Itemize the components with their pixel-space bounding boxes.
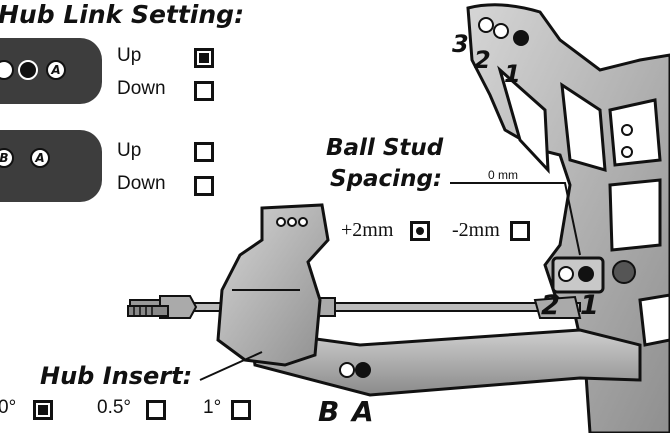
ball-stud-minus-label: -2mm xyxy=(452,219,500,241)
hub-link-hole-b: B xyxy=(0,148,14,168)
hub-link-row1-up-checkbox[interactable] xyxy=(194,48,214,68)
hub-link-row1-down-checkbox[interactable] xyxy=(194,81,214,101)
hub-insert-option-1-checkbox[interactable] xyxy=(231,400,251,420)
ball-stud-mount xyxy=(551,256,605,294)
camber-link xyxy=(129,295,582,319)
hub-link-row1-pill: A xyxy=(0,38,102,104)
ball-stud-title-line2: Spacing: xyxy=(330,166,443,192)
hub-link-row1-down-label: Down xyxy=(117,78,166,99)
hub-insert-option-1-label: 1° xyxy=(203,397,222,418)
link-position-a: A xyxy=(352,395,374,428)
hub-link-hole-1 xyxy=(0,60,14,80)
hub-link-hole-2 xyxy=(18,60,38,80)
hub-insert-option-05-checkbox[interactable] xyxy=(146,400,166,420)
hub-insert-title: Hub Insert: xyxy=(40,362,193,390)
ball-stud-leader-line xyxy=(450,182,581,256)
hub-link-title: Hub Link Setting: xyxy=(0,0,245,29)
ball-stud-value: 0 mm xyxy=(488,168,518,182)
tower-position-1: 1 xyxy=(504,60,521,88)
tower-position-3: 3 xyxy=(452,30,469,58)
hub-link-row2-pill: B A xyxy=(0,130,102,202)
hub-insert-option-05-label: 0.5° xyxy=(97,397,132,418)
ball-stud-position-1: 1 xyxy=(580,290,599,321)
hub-insert-leader-line xyxy=(199,351,263,381)
ball-stud-plus-label: +2mm xyxy=(341,219,394,241)
hub-link-hole-a: A xyxy=(30,148,50,168)
ball-stud-position-2: 2 xyxy=(541,290,560,321)
shock-tower xyxy=(466,3,670,433)
hub-link-row2-down-label: Down xyxy=(117,173,166,194)
hub-link-hole-a: A xyxy=(46,60,66,80)
axle xyxy=(127,305,169,317)
hub-link-row2-up-checkbox[interactable] xyxy=(194,142,214,162)
hub-insert-option-0-checkbox[interactable] xyxy=(33,400,53,420)
hub-link-row2-up-label: Up xyxy=(117,140,142,161)
ball-stud-plus-radio[interactable] xyxy=(410,221,430,241)
hub-carrier xyxy=(216,203,330,367)
link-position-b: B xyxy=(318,395,340,428)
tower-position-2: 2 xyxy=(474,46,491,74)
ball-stud-title-line1: Ball Stud xyxy=(326,135,444,161)
hub-insert-option-0-label: 0° xyxy=(0,397,17,418)
ball-stud-minus-radio[interactable] xyxy=(510,221,530,241)
hub-link-row2-down-checkbox[interactable] xyxy=(194,176,214,196)
hub-link-row1-up-label: Up xyxy=(117,45,142,66)
